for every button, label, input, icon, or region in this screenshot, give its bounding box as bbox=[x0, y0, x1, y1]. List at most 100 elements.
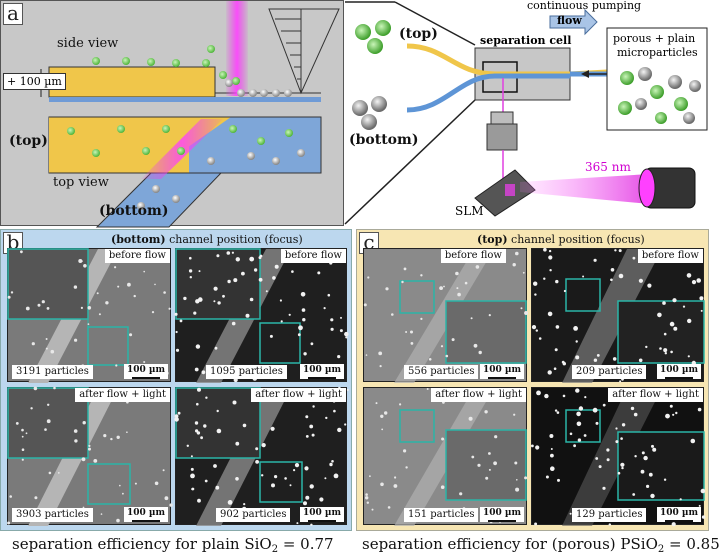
particle-dot bbox=[319, 497, 324, 502]
scale-bar-label: 100 µm bbox=[126, 365, 165, 375]
particle-dot bbox=[371, 508, 374, 511]
particle-dot bbox=[258, 256, 262, 260]
particle-dot bbox=[190, 473, 195, 479]
particle-dot bbox=[44, 428, 47, 431]
particle-dot bbox=[543, 247, 547, 252]
particles-label-2: microparticles bbox=[617, 46, 698, 59]
scale-bar-label: 100 µm bbox=[302, 365, 341, 375]
particle-dot bbox=[576, 411, 581, 417]
particle-dot bbox=[632, 256, 636, 260]
scale-bar-line bbox=[307, 520, 336, 522]
panel-a-schematic: a side view + 100 µm (top) top view (bot… bbox=[0, 0, 344, 228]
particle-dot bbox=[445, 354, 449, 358]
particle-dot bbox=[630, 406, 635, 411]
particle-dot bbox=[575, 388, 580, 393]
particle-dot bbox=[162, 469, 165, 472]
particle-dot bbox=[253, 268, 258, 272]
particle-dot bbox=[426, 388, 429, 390]
particle-dot bbox=[524, 311, 529, 315]
particle-dot bbox=[21, 435, 24, 438]
particle-dot bbox=[340, 316, 342, 319]
particle-dot bbox=[297, 333, 301, 337]
particle-dot bbox=[213, 464, 217, 468]
particle-dot bbox=[664, 352, 667, 355]
particle-dot bbox=[154, 481, 159, 486]
particle-dot bbox=[198, 297, 203, 302]
particle-dot bbox=[612, 357, 617, 361]
particle-dot bbox=[88, 447, 91, 451]
particle-dot bbox=[651, 444, 654, 448]
caption-c-sub: 2 bbox=[657, 544, 665, 555]
particle-dot bbox=[271, 483, 275, 488]
particle-dot bbox=[15, 422, 19, 425]
particle-dot bbox=[554, 348, 558, 352]
micrograph-tile: before flow 3191 particles 100 µm bbox=[7, 248, 171, 383]
particle-dot bbox=[608, 523, 611, 526]
particle-dot bbox=[578, 406, 584, 411]
micrograph-tile: after flow + light 3903 particles 100 µm bbox=[7, 386, 173, 526]
caption-b-main: separation efficiency for plain SiO bbox=[12, 535, 272, 553]
particle-dot bbox=[634, 455, 637, 458]
particle-dot bbox=[195, 344, 201, 349]
particle-dot bbox=[619, 380, 622, 383]
particle-dot bbox=[194, 421, 199, 425]
particle-dot bbox=[7, 521, 11, 525]
particle-dot bbox=[615, 440, 619, 444]
particle-dot bbox=[190, 455, 193, 458]
particle-dot bbox=[249, 297, 254, 302]
particle-dot bbox=[569, 432, 573, 436]
micrograph-tile: before flow 209 particles 100 µm bbox=[531, 247, 705, 383]
particle-dot bbox=[410, 330, 413, 334]
particle-dot bbox=[363, 303, 367, 307]
particle-dot bbox=[302, 318, 306, 322]
tile-count: 902 particles bbox=[216, 508, 291, 522]
particle-dot bbox=[298, 325, 303, 331]
particle-dot bbox=[73, 429, 78, 433]
particle-dot bbox=[233, 278, 238, 283]
particle-dot bbox=[154, 283, 156, 286]
particle-dot bbox=[663, 332, 667, 336]
particle-dot bbox=[134, 482, 137, 485]
particle-dot bbox=[46, 419, 51, 424]
particle-dot bbox=[700, 488, 706, 494]
particle-dot bbox=[593, 258, 597, 262]
particle-dot bbox=[242, 423, 247, 428]
particle-dot bbox=[614, 249, 617, 252]
scale-bar: 100 µm bbox=[656, 507, 701, 522]
particle-dot bbox=[545, 475, 549, 479]
particle-dot bbox=[280, 320, 283, 323]
particle-dot bbox=[375, 402, 378, 405]
particle-dot bbox=[494, 435, 498, 439]
particle-dot bbox=[562, 362, 566, 366]
particle-dot bbox=[515, 251, 519, 256]
particle-dot bbox=[10, 291, 14, 294]
particle-dot bbox=[312, 405, 315, 408]
particle-dot bbox=[317, 271, 321, 275]
slm-label: SLM bbox=[455, 204, 484, 218]
particle-dot bbox=[274, 475, 278, 479]
particle-dot bbox=[606, 448, 610, 452]
particle-dot bbox=[310, 523, 313, 526]
particle-dot bbox=[550, 453, 554, 458]
particle-dot bbox=[174, 414, 179, 418]
particle-dot bbox=[381, 428, 384, 431]
particle-dot bbox=[440, 345, 444, 348]
particle-dot bbox=[227, 500, 233, 505]
particle-dot bbox=[534, 293, 537, 296]
particle-dot bbox=[189, 276, 192, 279]
particle-dot bbox=[214, 346, 218, 350]
continuous-pumping-label: continuous pumping bbox=[527, 0, 642, 12]
particle-dot bbox=[620, 437, 623, 440]
particle-dot bbox=[200, 436, 203, 440]
particle-dot bbox=[117, 285, 120, 288]
particle-dot bbox=[183, 296, 187, 301]
panel-c-header-rest: channel position (focus) bbox=[507, 233, 645, 246]
particle-dot bbox=[82, 421, 86, 425]
particle-dot bbox=[344, 331, 349, 337]
channel-schematic-svg bbox=[40, 1, 340, 228]
particle-dot bbox=[378, 351, 383, 356]
particle-dot bbox=[657, 312, 662, 318]
particle-dot bbox=[327, 293, 331, 297]
particle-dot bbox=[174, 312, 178, 316]
particle-dot bbox=[119, 484, 121, 487]
